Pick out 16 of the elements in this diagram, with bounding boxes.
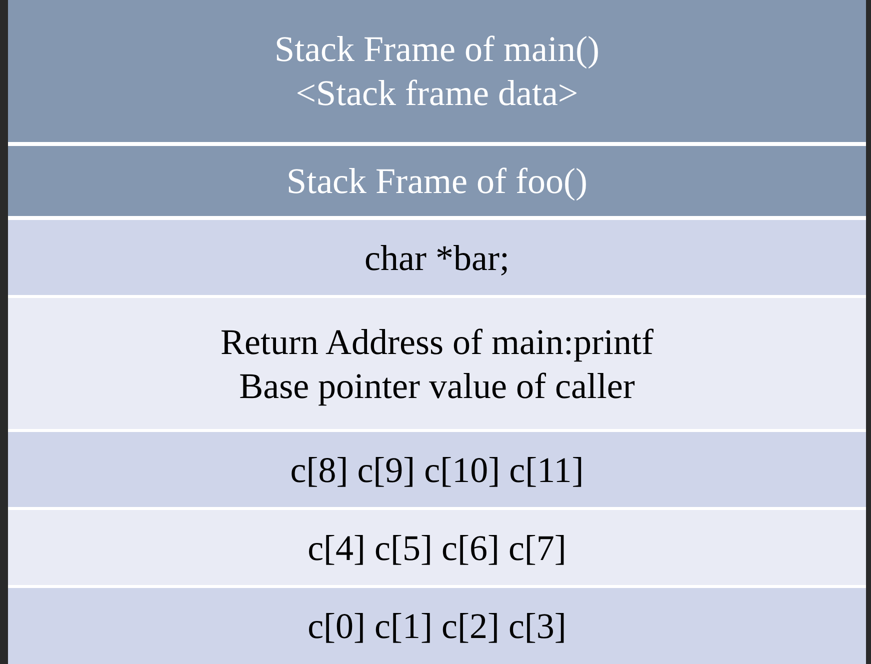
row-text: Return Address of main:printf: [220, 320, 654, 364]
row-text: char *bar;: [364, 236, 510, 280]
row-text: Stack Frame of main(): [274, 28, 600, 71]
row-text: c[4] c[5] c[6] c[7]: [308, 526, 566, 570]
row-text: <Stack frame data>: [296, 72, 578, 115]
stack-row: [8, 298, 866, 429]
row-text: c[0] c[1] c[2] c[3]: [308, 605, 566, 648]
stack-row: [8, 588, 866, 664]
row-text: Stack Frame of foo(): [286, 160, 588, 203]
stack-row: [8, 510, 866, 585]
stack-row: [8, 220, 866, 295]
stack-frame-header: [8, 0, 866, 142]
row-text: c[8] c[9] c[10] c[11]: [290, 448, 584, 492]
stack-row: [8, 432, 866, 507]
row-text: Base pointer value of caller: [239, 364, 635, 408]
stack-frame-header: [8, 146, 866, 216]
